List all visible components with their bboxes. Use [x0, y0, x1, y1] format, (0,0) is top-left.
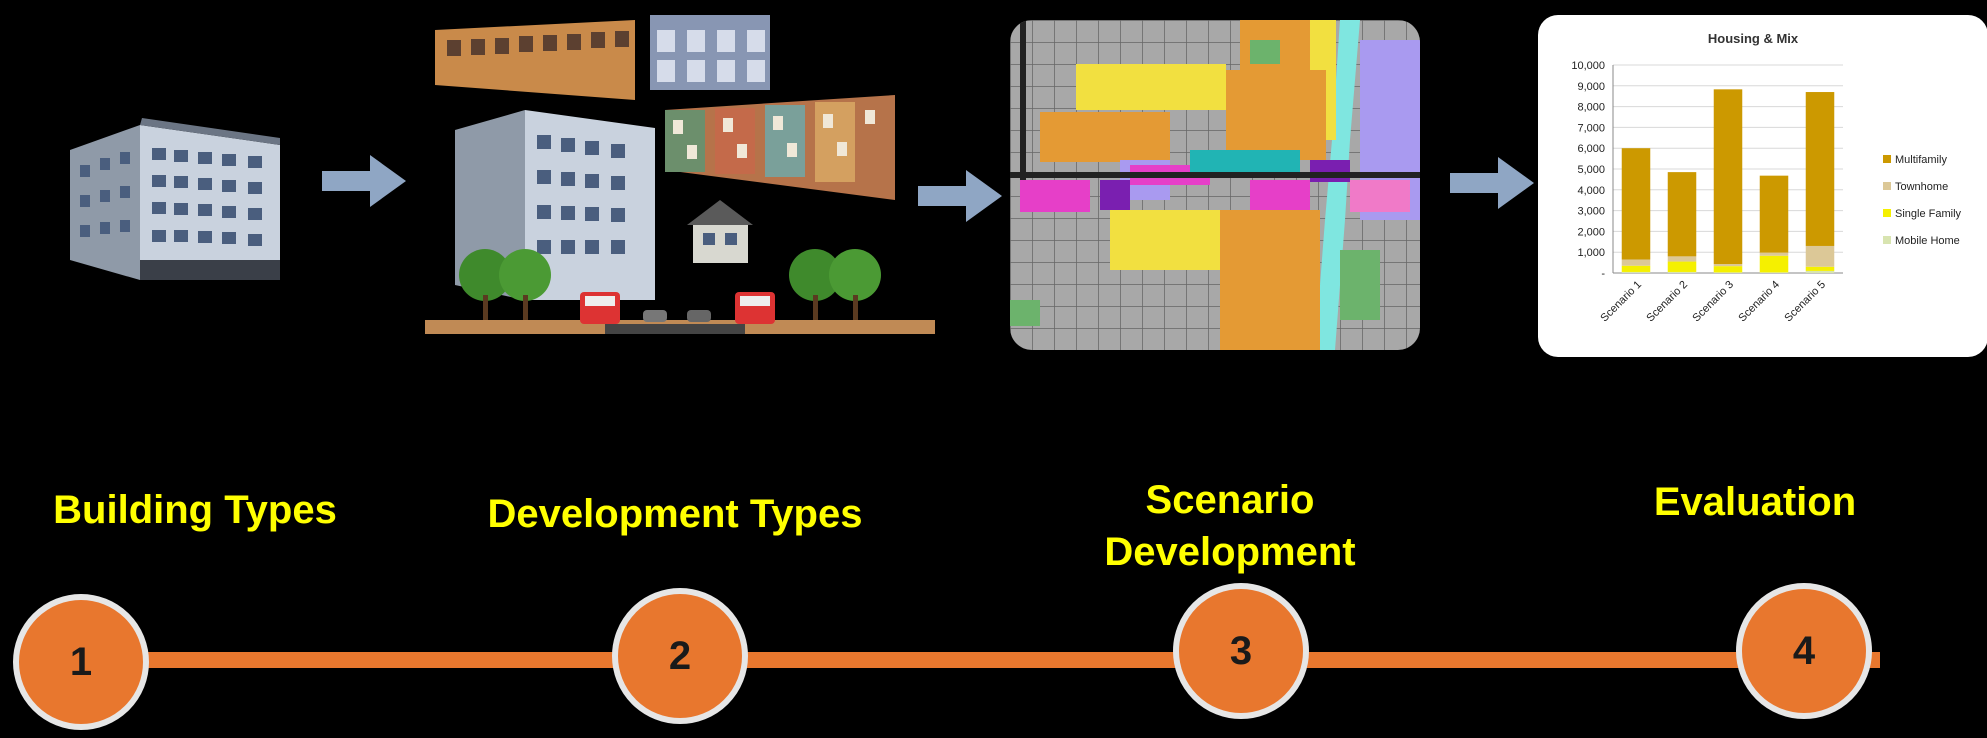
development-types-image [425, 10, 935, 350]
chart-title: Housing & Mix [1708, 31, 1799, 46]
bar-segment [1805, 92, 1835, 246]
stage-label-scenario-development: Scenario Development [1060, 474, 1400, 578]
x-tick-label: Scenario 4 [1736, 279, 1782, 325]
legend-swatch [1883, 236, 1891, 244]
x-tick-label: Scenario 1 [1598, 279, 1644, 325]
bar-segment [1713, 264, 1743, 267]
y-tick-label: - [1601, 268, 1605, 280]
stage-label-building-types: Building Types [53, 488, 337, 532]
x-tick-label: Scenario 2 [1644, 279, 1690, 325]
timeline-line [100, 652, 1880, 668]
step-circle-3: 3 [1173, 583, 1309, 719]
legend-label: Multifamily [1895, 154, 1947, 166]
bar-segment [1759, 272, 1789, 273]
stage-label-line: Scenario [1145, 478, 1315, 522]
y-tick-label: 9,000 [1577, 81, 1605, 93]
y-tick-label: 7,000 [1577, 122, 1605, 134]
stage-label-evaluation: Evaluation [1653, 480, 1857, 524]
legend-label: Townhome [1895, 181, 1948, 193]
stage-label-line: Development [1104, 530, 1356, 574]
y-tick-label: 1,000 [1577, 247, 1605, 259]
bar-segment [1759, 255, 1789, 273]
bar-segment [1805, 270, 1835, 273]
x-tick-label: Scenario 3 [1690, 279, 1736, 325]
y-tick-label: 3,000 [1577, 206, 1605, 218]
bar-segment [1621, 271, 1651, 273]
legend-swatch [1883, 182, 1891, 190]
bar-segment [1667, 261, 1697, 272]
bar-segment [1713, 272, 1743, 273]
housing-mix-chart: Housing & Mix 10,000 9,000 8,000 7,000 6,000 5… [1571, 31, 1962, 325]
arrow-right-icon [918, 170, 1002, 222]
bar-segment [1621, 265, 1651, 272]
building-types-image [60, 110, 290, 280]
step-circle-1: 1 [13, 594, 149, 730]
legend-label: Single Family [1895, 208, 1962, 220]
bar-segment [1713, 266, 1743, 273]
y-tick-label: 10,000 [1571, 60, 1605, 72]
bar-segment [1667, 271, 1697, 273]
bar-segment [1805, 245, 1835, 267]
bar-segment [1621, 148, 1651, 260]
step-circle-2: 2 [612, 588, 748, 724]
stage-label-development-types: Development Types [487, 492, 863, 536]
bar-segment [1621, 259, 1651, 266]
x-tick-label: Scenario 5 [1782, 279, 1828, 325]
legend-label: Mobile Home [1895, 235, 1960, 247]
y-tick-label: 8,000 [1577, 102, 1605, 114]
bar-segment [1667, 256, 1697, 262]
y-tick-label: 4,000 [1577, 185, 1605, 197]
y-tick-label: 6,000 [1577, 143, 1605, 155]
bar-segment [1667, 172, 1697, 257]
legend-swatch [1883, 209, 1891, 217]
bar-segment [1805, 266, 1835, 271]
evaluation-chart-card: Housing & Mix 10,000 9,000 8,000 7,000 6,000 5… [1538, 15, 1987, 357]
y-tick-label: 2,000 [1577, 226, 1605, 238]
scenario-map-image [1010, 20, 1420, 350]
arrow-right-icon [322, 155, 406, 207]
bar-segment [1713, 89, 1743, 265]
step-circle-4: 4 [1736, 583, 1872, 719]
bar-segment [1759, 175, 1789, 253]
legend-swatch [1883, 155, 1891, 163]
arrow-right-icon [1450, 157, 1534, 209]
y-tick-label: 5,000 [1577, 164, 1605, 176]
bar-segment [1759, 252, 1789, 256]
